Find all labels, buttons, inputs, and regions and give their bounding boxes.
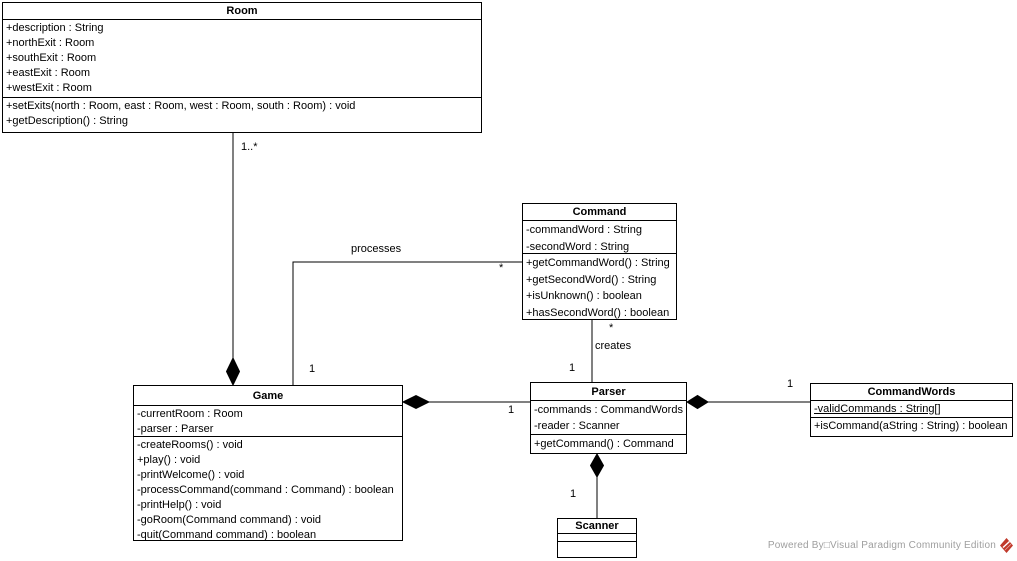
class-member: +getDescription() : String	[6, 115, 128, 127]
multiplicity-parser-commandwords-end: 1	[787, 378, 794, 390]
class-commandwords[interactable]: CommandWords -validCommands : String[] +…	[810, 383, 1013, 437]
attributes-compartment	[558, 533, 636, 541]
class-title: Command	[572, 206, 627, 218]
class-member: +westExit : Room	[6, 82, 92, 94]
association-line-processes	[292, 261, 522, 385]
operations-compartment: +isCommand(aString : String) : boolean	[811, 417, 1012, 436]
class-room[interactable]: Room +description : String +northExit : R…	[2, 2, 482, 133]
class-member: +isCommand(aString : String) : boolean	[814, 420, 1008, 432]
class-member: -currentRoom : Room	[137, 408, 243, 420]
class-member: +isUnknown() : boolean	[526, 290, 642, 303]
association-name-processes: processes	[351, 243, 402, 255]
operations-compartment	[558, 541, 636, 557]
class-member: -commandWord : String	[526, 224, 642, 236]
operations-compartment: -createRooms() : void +play() : void -prin…	[134, 436, 402, 540]
class-member: -parser : Parser	[137, 423, 214, 435]
class-title: Room	[226, 5, 258, 17]
multiplicity-processes-command-end: *	[499, 262, 504, 274]
visual-paradigm-logo-icon	[1000, 537, 1013, 553]
class-member: +getSecondWord() : String	[526, 273, 657, 286]
class-member: +getCommand() : Command	[534, 438, 674, 450]
class-member: -goRoom(Command command) : void	[137, 514, 322, 527]
class-member: -processCommand(command : Command) : boo…	[137, 484, 394, 497]
composition-diamond-parser-scanner	[589, 452, 605, 479]
class-parser[interactable]: Parser -commands : CommandWords -reader :…	[530, 382, 687, 454]
class-member: -printWelcome() : void	[137, 469, 245, 482]
watermark-text: Powered By□Visual Paradigm Community Edi…	[767, 539, 996, 551]
class-member: +hasSecondWord() : boolean	[526, 306, 670, 319]
class-member: -reader : Scanner	[534, 420, 620, 432]
class-member: -secondWord : String	[526, 240, 630, 253]
class-member: -printHelp() : void	[137, 499, 222, 512]
attributes-compartment: -commandWord : String -secondWord : Strin…	[523, 220, 676, 253]
composition-diamond-parser-commandwords	[686, 394, 709, 410]
class-member: -commands : CommandWords	[534, 404, 683, 416]
class-member: +eastExit : Room	[6, 67, 91, 79]
composition-diamond-game-parser	[401, 394, 431, 410]
operations-compartment: +setExits(north : Room, east : Room, wes…	[3, 97, 481, 132]
multiplicity-creates-command-end: *	[609, 322, 614, 334]
class-scanner[interactable]: Scanner	[557, 518, 637, 558]
class-member: -createRooms() : void	[137, 439, 243, 452]
class-member: +southExit : Room	[6, 52, 97, 64]
class-title: Scanner	[575, 520, 619, 532]
class-member: +setExits(north : Room, east : Room, wes…	[6, 100, 356, 112]
attributes-compartment: +description : String +northExit : Room +s…	[3, 19, 481, 97]
class-member: +description : String	[6, 22, 104, 34]
multiplicity-game-room-target: 1..*	[241, 141, 258, 153]
multiplicity-processes-game-end: 1	[309, 363, 316, 375]
operations-compartment: +getCommand() : Command	[531, 434, 686, 453]
attributes-compartment: -currentRoom : Room -parser : Parser	[134, 405, 402, 436]
operations-compartment: +getCommandWord() : String +getSecondWord…	[523, 253, 676, 319]
class-command[interactable]: Command -commandWord : String -secondWord…	[522, 203, 677, 320]
class-game[interactable]: Game -currentRoom : Room -parser : Parser…	[133, 385, 403, 541]
class-member: -quit(Command command) : boolean	[137, 529, 317, 540]
class-title: CommandWords	[867, 386, 956, 398]
class-member: +play() : void	[137, 454, 201, 467]
attributes-compartment: -validCommands : String[]	[811, 400, 1012, 417]
watermark: Powered By□Visual Paradigm Community Edi…	[700, 537, 1013, 553]
composition-diamond-game-room	[225, 356, 241, 387]
association-name-creates: creates	[595, 340, 632, 352]
multiplicity-creates-parser-end: 1	[569, 362, 576, 374]
class-member: +northExit : Room	[6, 37, 95, 49]
class-member: -validCommands : String[]	[814, 403, 941, 415]
class-member: +getCommandWord() : String	[526, 257, 670, 270]
multiplicity-parser-scanner-end: 1	[570, 488, 577, 500]
class-title: Game	[252, 389, 284, 402]
multiplicity-game-parser-end: 1	[508, 404, 515, 416]
attributes-compartment: -commands : CommandWords -reader : Scanne…	[531, 400, 686, 434]
class-title: Parser	[591, 385, 626, 398]
